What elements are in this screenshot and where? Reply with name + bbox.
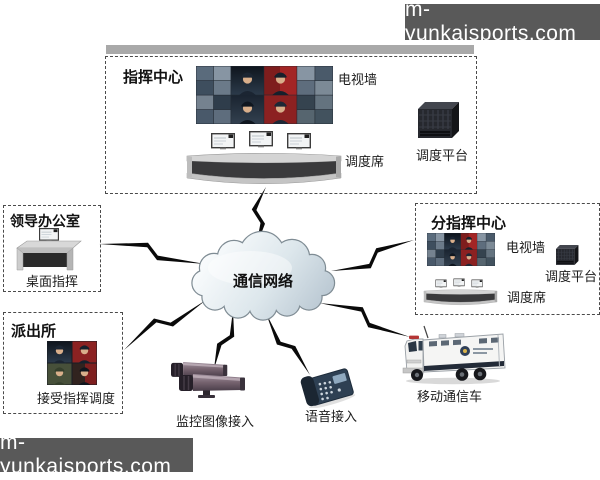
sub-tv-wall-label: 电视墙 [506, 240, 546, 255]
surveillance-cameras-image [170, 361, 246, 399]
desktop-command-label: 桌面指挥 [26, 274, 79, 289]
lightning-bolt [319, 303, 410, 337]
sub-tv-wall-image [427, 233, 495, 268]
mobile-comm-vehicle-image [402, 325, 506, 385]
command-center-top-bar [106, 45, 474, 54]
sub-dispatch-platform-image [556, 245, 579, 266]
lightning-bolt [214, 310, 235, 369]
lightning-bolt-connectors [99, 187, 414, 375]
dispatch-platform-server-image [418, 102, 460, 139]
voice-access-label: 语音接入 [305, 409, 358, 424]
dispatch-seat-label: 调度席 [345, 154, 385, 169]
watermark-bottom-text: m-yunkaisports.com [0, 431, 172, 478]
camera-access-label: 监控图像接入 [176, 414, 255, 429]
sub-command-center-title: 分指挥中心 [431, 215, 507, 232]
dispatch-console-image [187, 132, 341, 184]
police-station-title: 派出所 [11, 323, 57, 340]
dispatch-platform-label: 调度平台 [416, 148, 469, 163]
lightning-bolt [99, 242, 205, 264]
sub-dispatch-seat-label: 调度席 [507, 290, 547, 305]
police-station-video-image [47, 341, 97, 388]
watermark-top-text: m-yunkaisports.com [405, 0, 577, 45]
command-center-title: 指挥中心 [123, 69, 184, 86]
watermark-top: m-yunkaisports.com [405, 0, 600, 45]
lightning-bolt [251, 187, 266, 247]
watermark-bottom: m-yunkaisports.com [0, 431, 193, 478]
leader-office-title: 领导办公室 [10, 213, 80, 229]
mobile-vehicle-label: 移动通信车 [417, 389, 483, 404]
sub-dispatch-platform-label: 调度平台 [545, 269, 598, 284]
lightning-bolt [124, 300, 206, 350]
lightning-bolt [266, 313, 310, 375]
network-cloud-label: 通信网络 [232, 273, 293, 290]
tv-wall-image [196, 66, 333, 127]
tv-wall-label: 电视墙 [338, 72, 378, 87]
network-cloud [191, 230, 336, 321]
lightning-bolt [331, 240, 414, 271]
desktop-command-image [17, 229, 81, 270]
police-station-caption: 接受指挥调度 [37, 391, 116, 406]
sub-dispatch-console-image [424, 279, 497, 305]
